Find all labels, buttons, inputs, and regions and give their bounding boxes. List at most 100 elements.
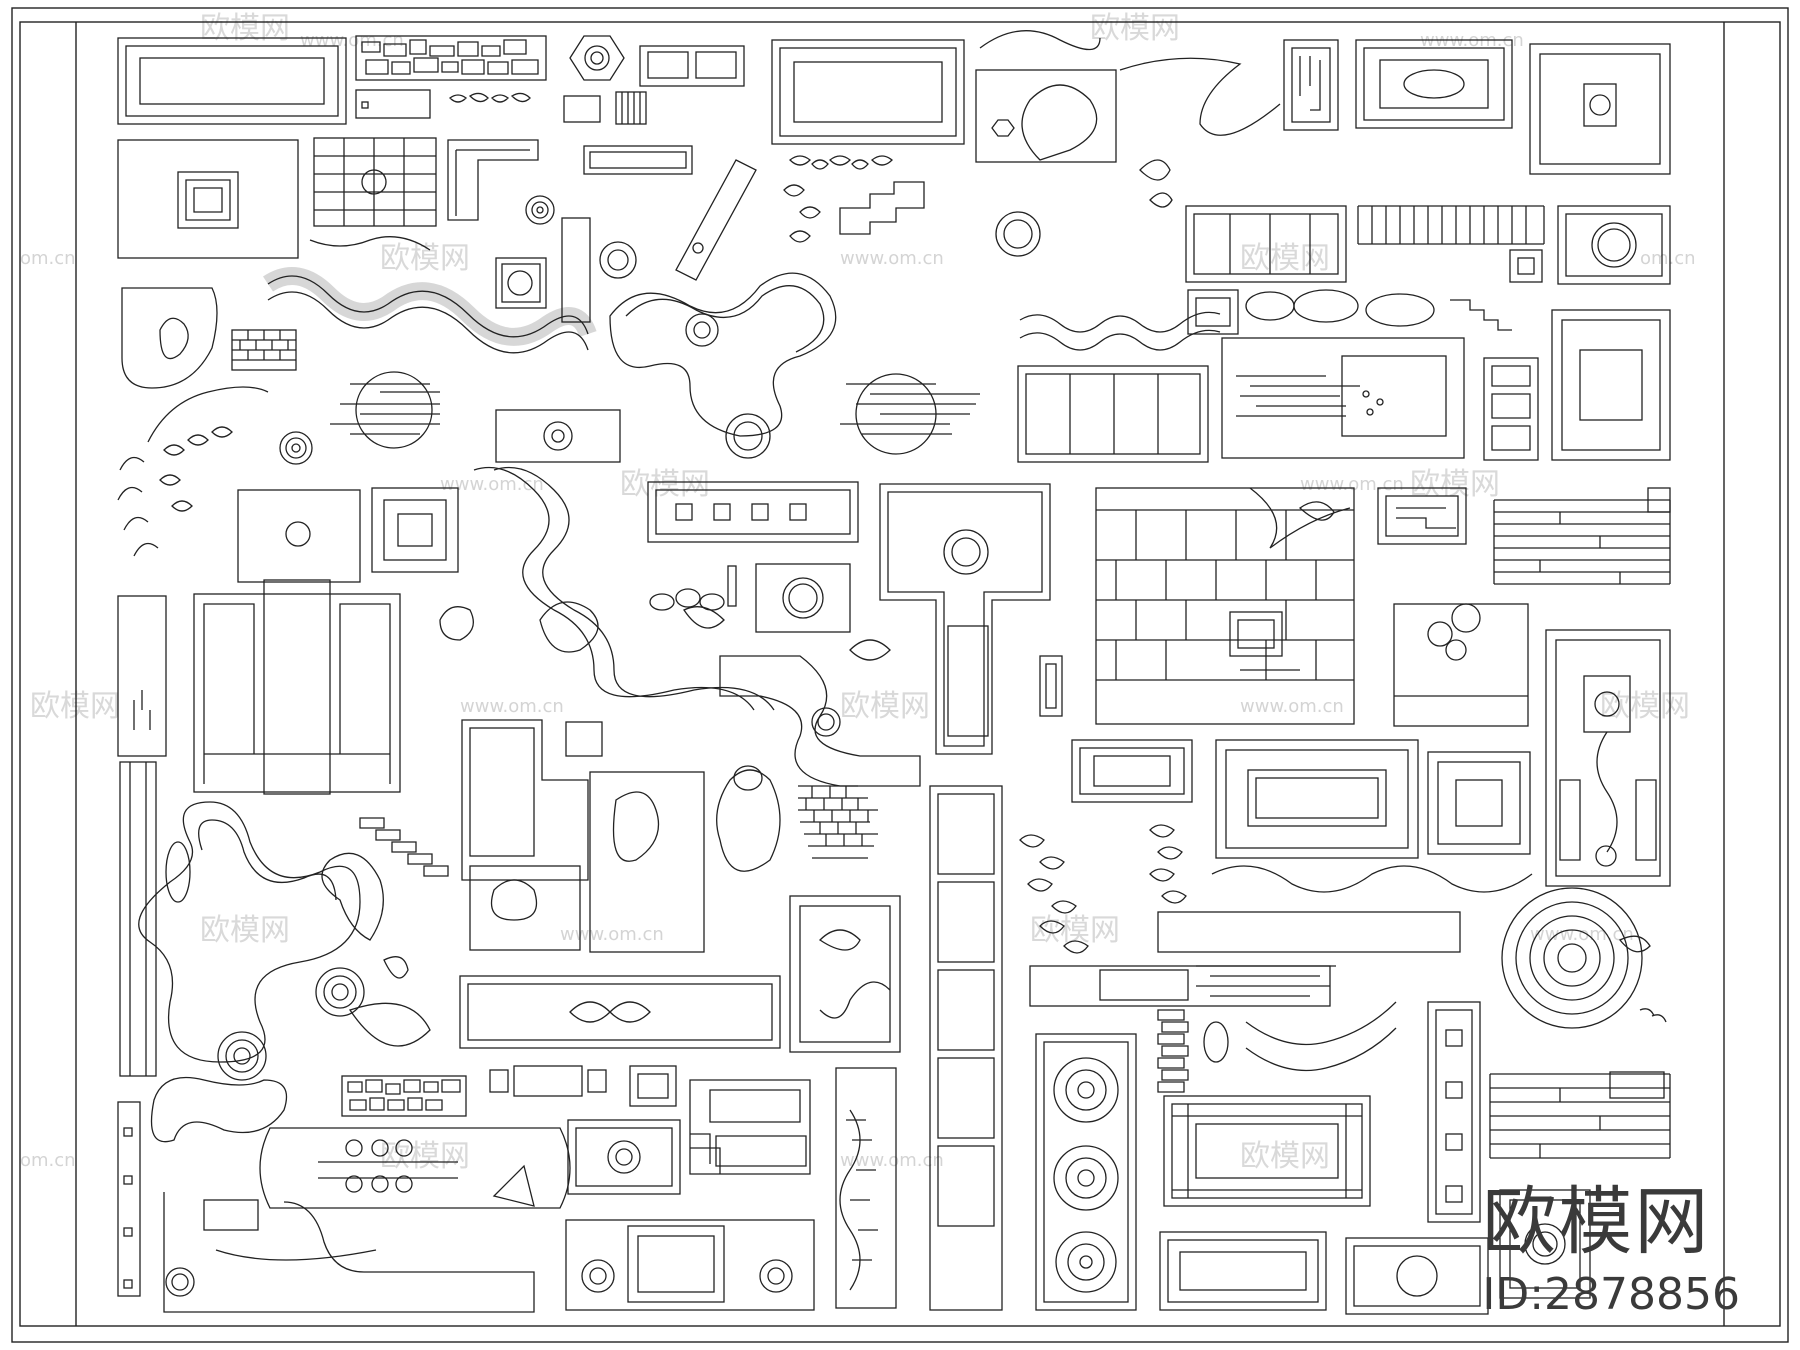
watermark-site-8: www.om.cn xyxy=(1240,696,1344,717)
symbol-meander-tile xyxy=(1283,39,1339,131)
symbol-winding-stone-path xyxy=(263,236,597,354)
watermark-brand-3: 欧模网 xyxy=(1240,241,1330,276)
symbol-dot-squares-band xyxy=(647,481,859,543)
symbol-pond-panel xyxy=(789,895,901,1053)
symbol-stepping-stones-cluster xyxy=(783,155,925,243)
watermark-brand-11: 欧模网 xyxy=(380,1139,470,1174)
symbol-hex-medallion xyxy=(569,35,625,81)
symbol-pond-outline xyxy=(121,287,218,389)
watermark-site-9: www.om.cn xyxy=(560,924,664,945)
symbol-brick-column xyxy=(1157,1009,1189,1093)
symbol-tree-table-panel xyxy=(1393,603,1529,727)
symbol-staggered-bars-2 xyxy=(840,373,980,455)
watermark-site-11: om.cn xyxy=(20,1150,76,1171)
symbol-bricks-stepped xyxy=(359,817,449,877)
symbol-cobble-strip xyxy=(355,35,547,119)
symbol-long-bar-stack xyxy=(1029,911,1461,1007)
symbol-small-rings xyxy=(525,195,555,225)
symbol-small-medallion-panel xyxy=(495,409,621,463)
symbol-pergola-plan xyxy=(1545,629,1671,887)
symbol-small-ornament xyxy=(629,1065,677,1107)
watermark-brand-6: 欧模网 xyxy=(30,689,120,724)
symbol-circle-plinth xyxy=(755,563,851,633)
symbol-dry-garden xyxy=(599,241,837,459)
symbol-square-dots-strip xyxy=(117,1101,141,1297)
watermark-brand-10: 欧模网 xyxy=(1030,913,1120,948)
symbol-plank-stripes xyxy=(1493,487,1671,585)
symbol-framed-knot-panel xyxy=(1071,739,1193,803)
symbol-curved-stone-arc xyxy=(117,386,313,557)
symbol-corner-band xyxy=(447,139,539,221)
symbol-nested-square-1 xyxy=(371,487,459,573)
watermark-site-0: www.om.cn xyxy=(300,30,404,51)
symbol-swirl-panel xyxy=(1035,1033,1137,1311)
symbol-pavilion-grid xyxy=(461,719,705,953)
watermark-site-3: www.om.cn xyxy=(840,248,944,269)
symbol-diagonal-bar xyxy=(561,159,757,323)
watermark-brand-4: 欧模网 xyxy=(620,467,710,502)
symbol-stepping-stones-small xyxy=(649,565,737,629)
symbol-stone-cobble-band xyxy=(341,1075,467,1117)
symbol-tall-strip-left xyxy=(117,595,167,1077)
symbol-bar-frame-small xyxy=(1377,487,1467,545)
symbol-brick-patch xyxy=(231,329,297,371)
symbol-stripe-band xyxy=(1357,205,1545,283)
symbol-small-blocks xyxy=(563,91,647,125)
symbol-stone-wall-panel xyxy=(1095,487,1355,725)
symbol-fret-panel xyxy=(117,139,299,259)
symbol-double-frame-long xyxy=(1215,739,1419,859)
symbol-staggered-bars-1 xyxy=(330,371,440,449)
watermark-brand-12: 欧模网 xyxy=(1240,1139,1330,1174)
brand-name: 欧模网 xyxy=(1482,1179,1711,1265)
symbol-double-panel xyxy=(639,45,745,87)
watermark-site-12: www.om.cn xyxy=(840,1150,944,1171)
symbol-wave-stones xyxy=(1019,311,1221,351)
symbol-carved-panel xyxy=(1185,205,1347,283)
brand-watermark-block: 欧模网 ID:2878856 xyxy=(1482,1185,1740,1320)
watermark-layer: 欧模网欧模网欧模网欧模网欧模网欧模网欧模网欧模网欧模网欧模网欧模网欧模网欧模网w… xyxy=(20,11,1696,1174)
symbol-oval-stones-col xyxy=(716,765,781,872)
symbol-square-with-circle xyxy=(495,257,547,309)
symbol-plank-panel xyxy=(1017,365,1209,463)
symbol-t-plan-medallion xyxy=(879,483,1051,755)
symbol-framed-circle xyxy=(1557,205,1671,285)
symbol-lake-corner xyxy=(1249,487,1351,549)
watermark-site-7: www.om.cn xyxy=(460,696,564,717)
paving-symbols xyxy=(117,30,1671,1315)
symbol-long-column xyxy=(929,785,1003,1311)
watermark-brand-7: 欧模网 xyxy=(840,689,930,724)
watermark-site-4: om.cn xyxy=(1640,248,1696,269)
symbol-small-square-icon xyxy=(1187,289,1239,335)
symbol-large-frame-1 xyxy=(771,39,965,145)
symbol-medallion-small-square xyxy=(1499,1189,1591,1299)
watermark-site-10: www.om.cn xyxy=(1530,924,1634,945)
symbol-curving-path xyxy=(719,639,921,787)
watermark-site-2: om.cn xyxy=(20,248,76,269)
symbol-nested-square-3 xyxy=(1427,751,1531,855)
symbol-stepping-trail xyxy=(1019,824,1533,954)
symbol-pond-path xyxy=(975,30,1281,208)
symbol-kidney-pond xyxy=(150,1076,288,1143)
symbol-meander-lake xyxy=(439,466,775,711)
symbol-connector-bar xyxy=(489,1065,607,1097)
symbol-pond-swirl xyxy=(138,801,431,1081)
watermark-site-5: www.om.cn xyxy=(440,474,544,495)
symbol-concentric-rings xyxy=(1501,887,1667,1029)
symbol-wavy-steps xyxy=(835,1067,897,1309)
symbol-grid-circle xyxy=(313,137,437,227)
symbol-stepping-row-small xyxy=(449,92,531,103)
symbol-tiled-frame xyxy=(1163,1095,1371,1207)
watermark-brand-0: 欧模网 xyxy=(200,11,290,46)
symbol-bean-pond xyxy=(165,841,384,941)
symbol-patio-dots xyxy=(259,1127,571,1209)
symbol-square-medallion xyxy=(1529,43,1671,175)
watermark-brand-5: 欧模网 xyxy=(1410,467,1500,502)
symbol-stone-arc xyxy=(1203,1001,1397,1072)
symbol-stones-oval-row xyxy=(1245,289,1512,331)
symbol-twin-medallion-panel xyxy=(565,1219,815,1311)
symbol-corner-path xyxy=(163,1192,535,1313)
watermark-brand-1: 欧模网 xyxy=(1090,11,1180,46)
symbol-brick-field xyxy=(798,785,878,859)
watermark-brand-9: 欧模网 xyxy=(200,913,290,948)
